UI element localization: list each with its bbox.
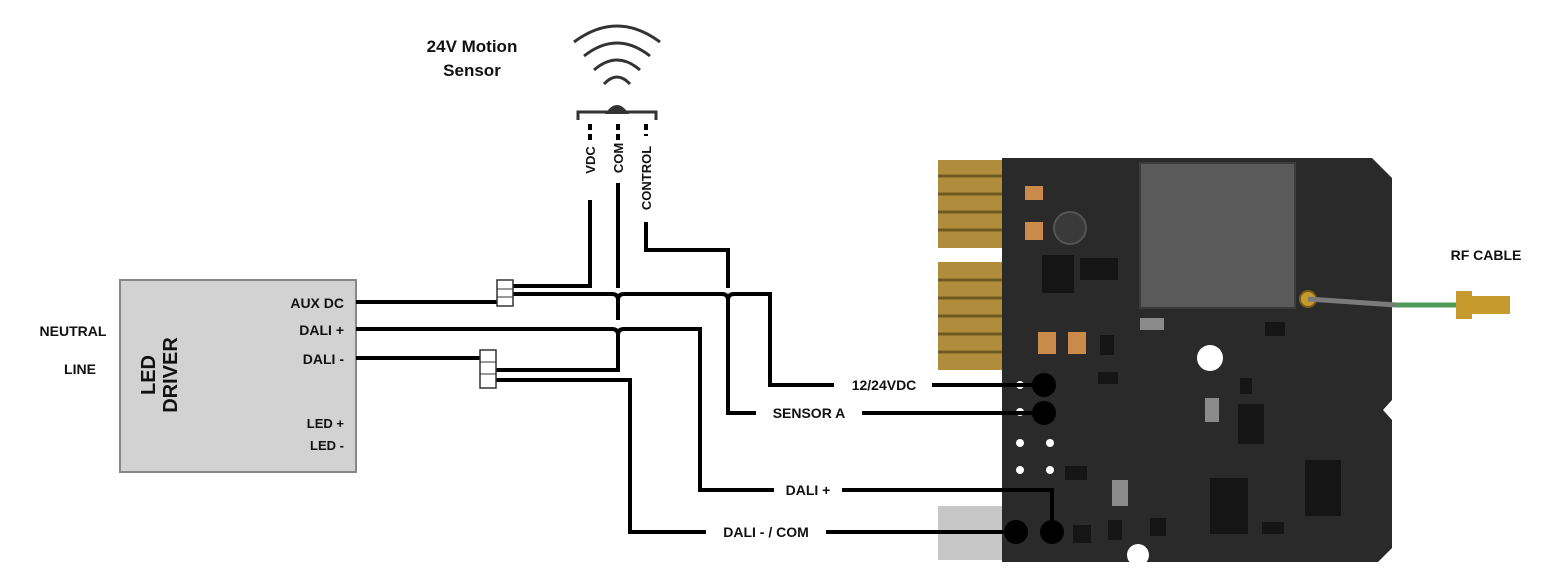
sensor-title-line2: Sensor (443, 61, 501, 80)
gold-edge-pads (938, 160, 1002, 560)
driver-terminal-aux-dc: AUX DC (290, 295, 344, 311)
label-12-24vdc: 12/24VDC (852, 377, 917, 393)
label-dali-com: DALI - / COM (723, 524, 809, 540)
terminal-dali-com (1004, 520, 1028, 544)
motion-sensor (573, 24, 661, 140)
sensor-pin-com: COM (611, 143, 626, 173)
terminal-dali-plus (1040, 520, 1064, 544)
terminal-12-24vdc (1032, 373, 1056, 397)
mounting-hole (1127, 544, 1149, 566)
driver-name-line1: LED (138, 355, 160, 395)
wago-connector-dali (479, 349, 497, 389)
sensor-pin-vdc: VDC (583, 146, 598, 174)
wifi-signal-icon (573, 24, 661, 86)
driver-terminal-led-plus: LED + (307, 416, 345, 431)
wire-aux-dc (356, 292, 1032, 387)
wire-sensor-com (496, 183, 620, 372)
rf-connector-icon (1456, 291, 1472, 319)
neutral-label: NEUTRAL (40, 323, 107, 339)
led-driver: LED DRIVER AUX DC DALI + DALI - LED + LE… (119, 279, 357, 473)
rf-cable-label: RF CABLE (1451, 247, 1522, 263)
wire-sensor-vdc (512, 200, 592, 288)
line-label: LINE (64, 361, 96, 377)
terminal-sensor-a (1032, 401, 1056, 425)
driver-name-line2: DRIVER (160, 337, 182, 413)
wires (356, 183, 1054, 534)
label-sensor-a: SENSOR A (773, 405, 846, 421)
mounting-hole (1197, 345, 1223, 371)
pcb-components (1016, 186, 1341, 543)
driver-terminal-dali-plus: DALI + (299, 322, 344, 338)
wire-dali-plus (356, 327, 1054, 520)
led-driver-box (119, 279, 357, 473)
sensor-pin-control: CONTROL (639, 146, 654, 210)
driver-terminal-dali-minus: DALI - (303, 351, 345, 367)
wire-dali-com (496, 378, 1004, 534)
label-dali-plus: DALI + (786, 482, 831, 498)
controller-module (938, 158, 1392, 566)
driver-terminal-led-minus: LED - (310, 438, 344, 453)
sensor-title-line1: 24V Motion (427, 37, 518, 56)
wire-sensor-control (644, 222, 1032, 415)
rf-cable (1299, 290, 1510, 319)
rf-module-shield (1139, 162, 1296, 309)
wago-connector-aux (496, 279, 514, 307)
